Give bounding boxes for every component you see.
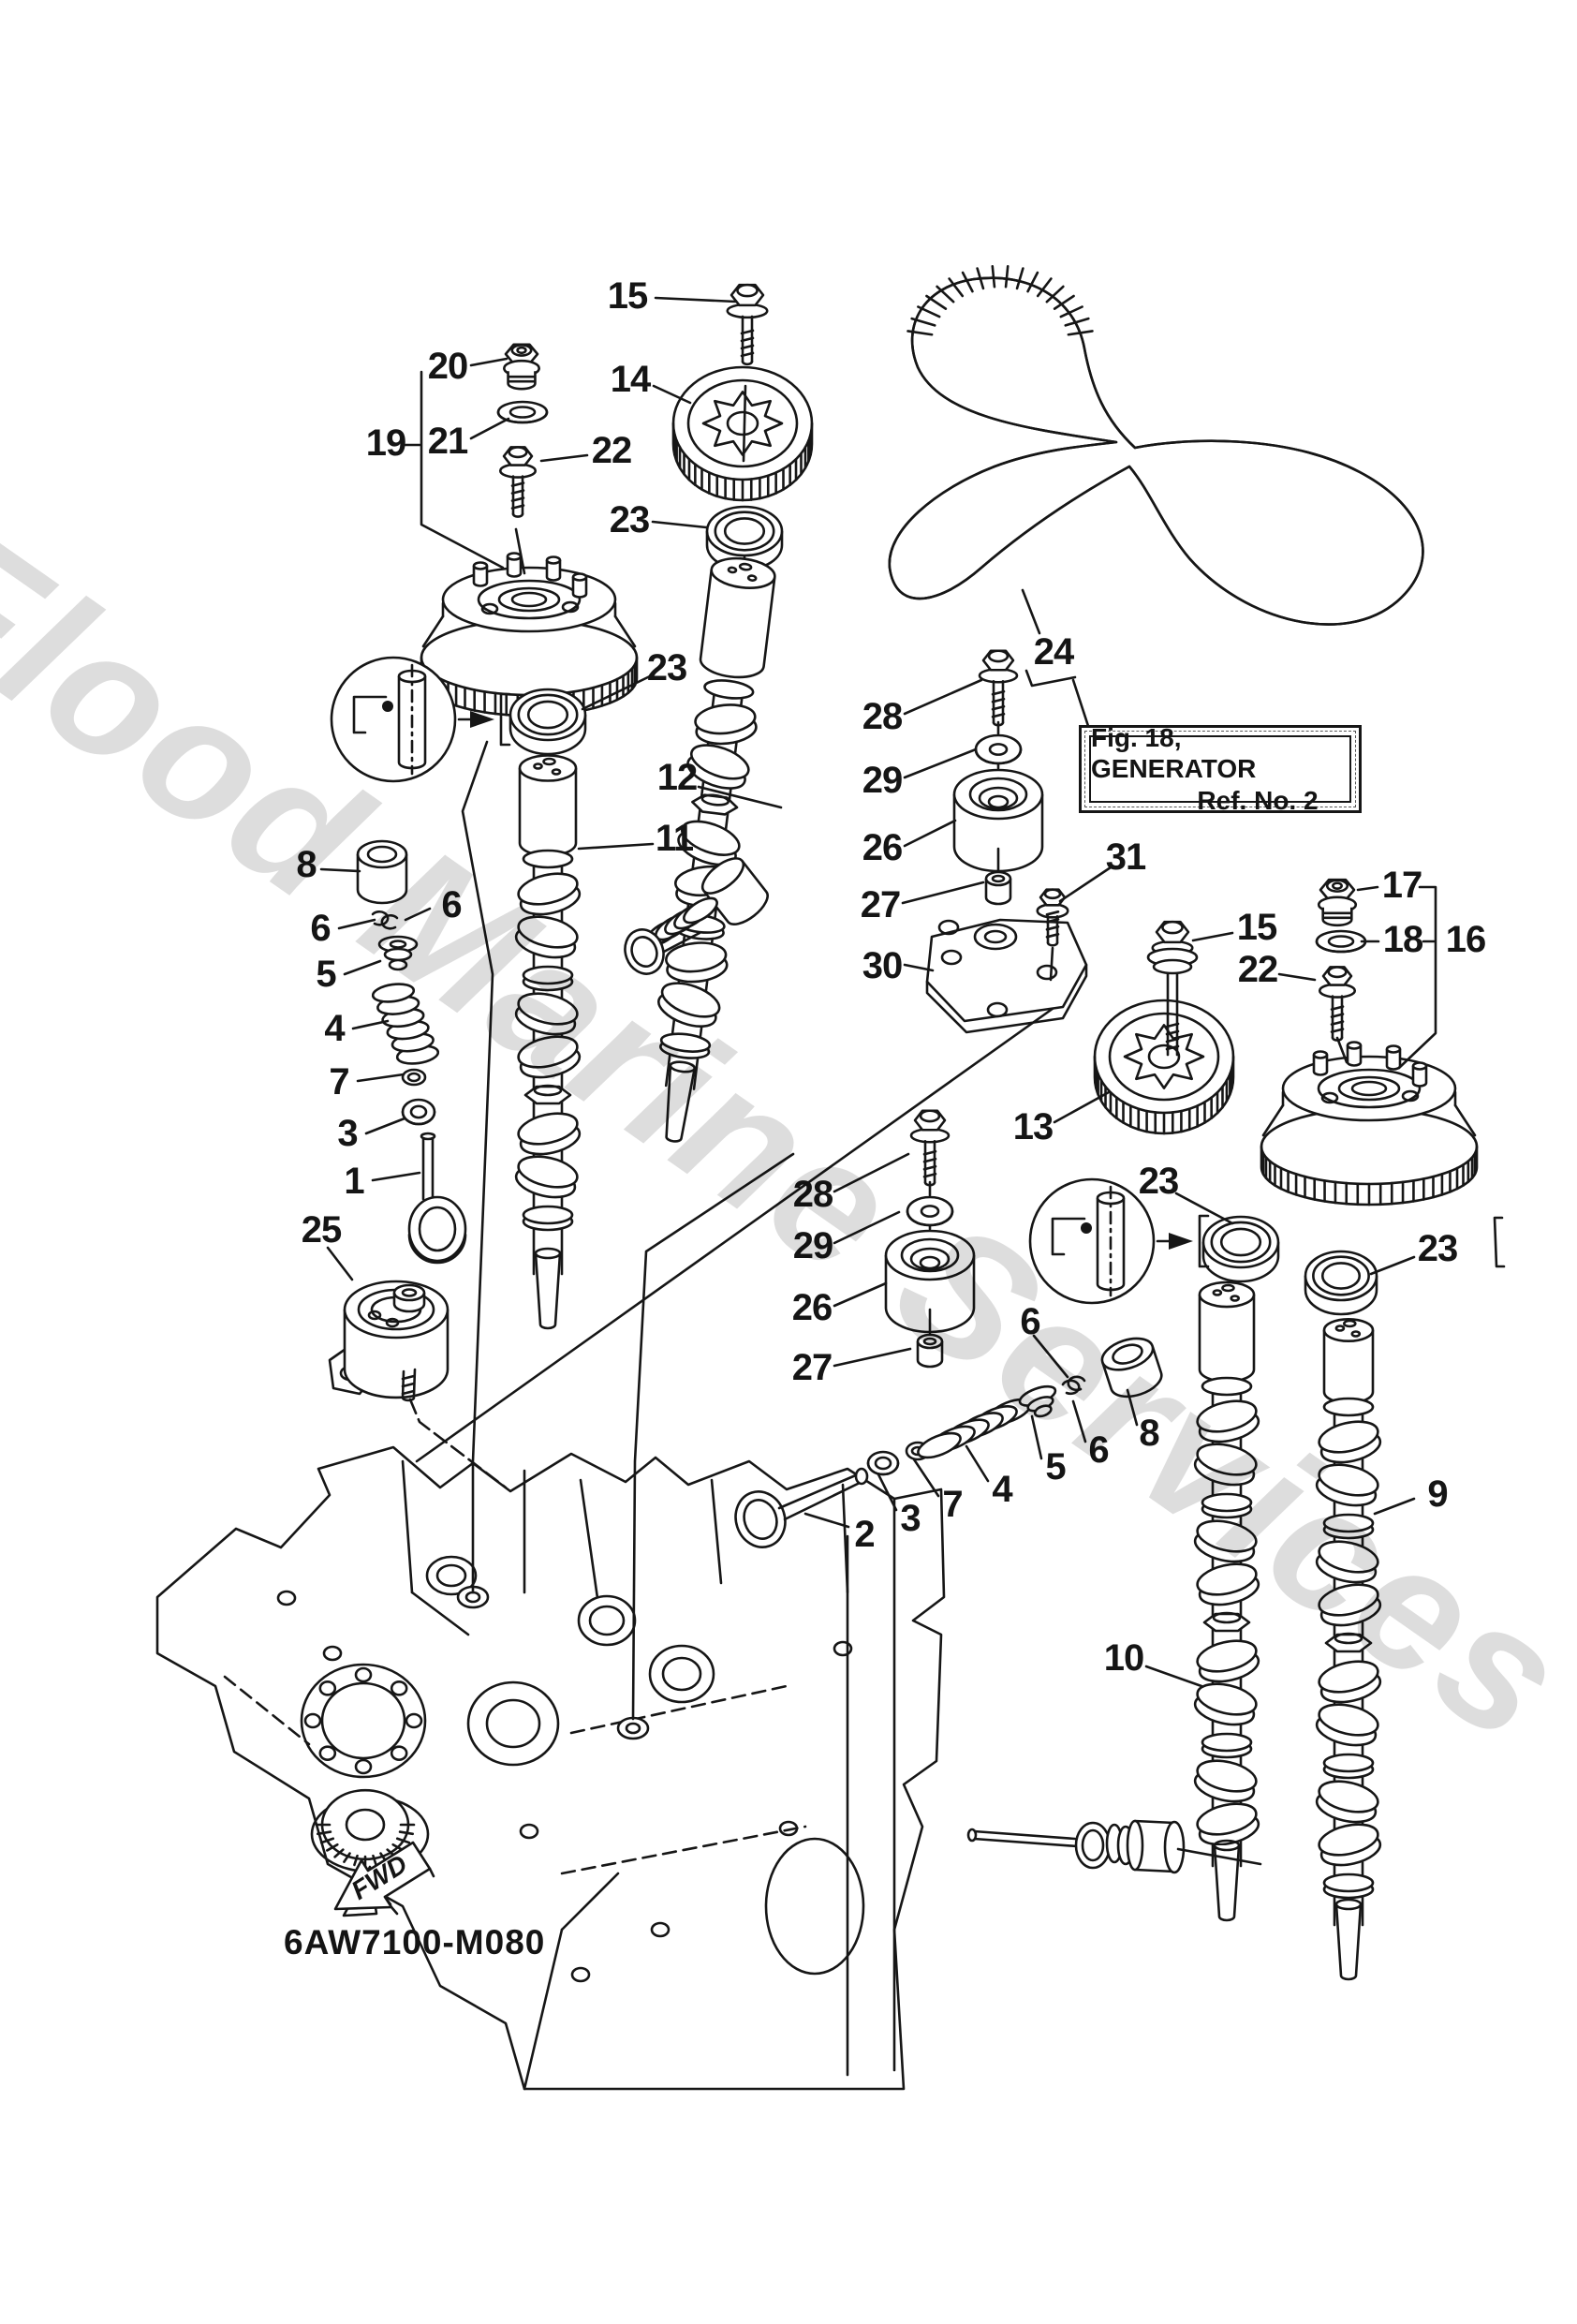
idler-pulley-upper [952, 649, 1044, 906]
oil-seal-23-left [508, 688, 587, 756]
oil-seals-23-right [1201, 1215, 1506, 1316]
camshaft-10 [1193, 1280, 1260, 1922]
diagram-part-code: 6AW7100-M080 [284, 1923, 546, 1961]
figure-reference-box: Fig. 18, GENERATOR Ref. No. 2 [1079, 723, 1362, 815]
figure-box-inner: Fig. 18, GENERATOR Ref. No. 2 [1089, 723, 1351, 815]
assembly-leader-lines [408, 740, 1058, 1721]
repair-kit-circle-2 [1028, 1177, 1210, 1305]
tensioner-bracket-30 [925, 888, 1088, 1034]
valve-parts-left [356, 839, 467, 1265]
valve-lifter-right [966, 1819, 1186, 1874]
driven-sprocket-13 [1093, 920, 1235, 1135]
figure-box-line2: Ref. No. 2 [1197, 785, 1319, 815]
repair-kit-circle-1 [330, 656, 511, 783]
camshaft-12 [657, 556, 776, 1143]
vct-gear-assembly-19 [404, 343, 639, 718]
vct-gear-assembly-16 [1260, 878, 1479, 1206]
idler-pulley-lower [884, 1109, 976, 1369]
camshaft-11 [514, 754, 582, 1330]
figure-box-dashed-border [1084, 731, 1356, 807]
valve-parts-bottom [734, 1337, 1163, 1548]
generator-box-leader [1021, 588, 1090, 728]
camshaft-9 [1315, 1318, 1382, 1981]
valve-lifter-assembly [624, 857, 769, 975]
fwd-direction-arrow [333, 1841, 435, 1917]
engine-block-drawing [155, 1445, 946, 2091]
callout-leader-lines [319, 296, 1416, 1866]
timing-belt [888, 264, 1424, 626]
belt-tensioner-25 [328, 1280, 450, 1402]
figure-box-line1: Fig. 18, GENERATOR [1091, 722, 1257, 784]
